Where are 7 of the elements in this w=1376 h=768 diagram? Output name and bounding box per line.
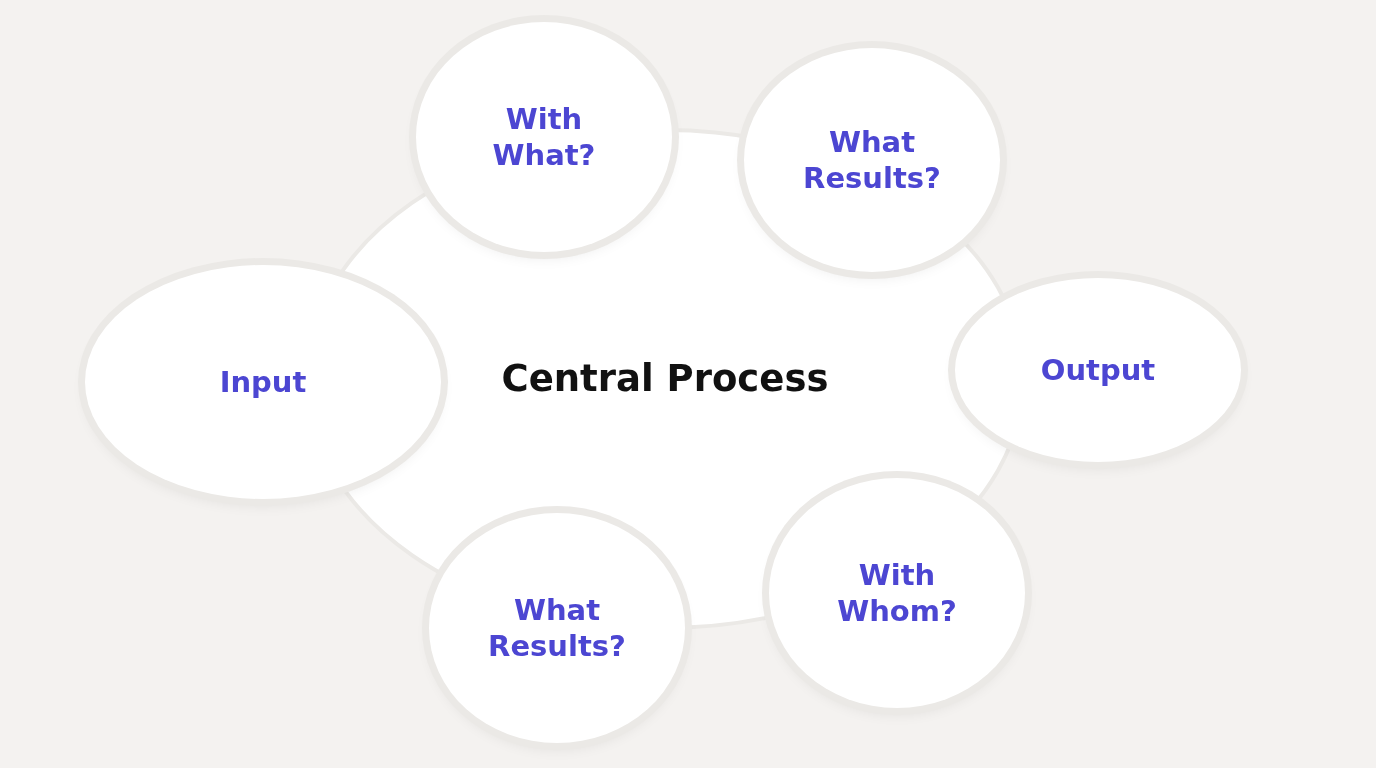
node-label: Output — [1040, 351, 1156, 389]
node-label: Central Process — [501, 355, 829, 402]
node-label: What Results? — [802, 123, 942, 197]
node-label: With What? — [491, 100, 597, 174]
node-label: What Results? — [487, 591, 627, 665]
node-label: Input — [219, 363, 307, 401]
node-label: With Whom? — [836, 556, 958, 630]
